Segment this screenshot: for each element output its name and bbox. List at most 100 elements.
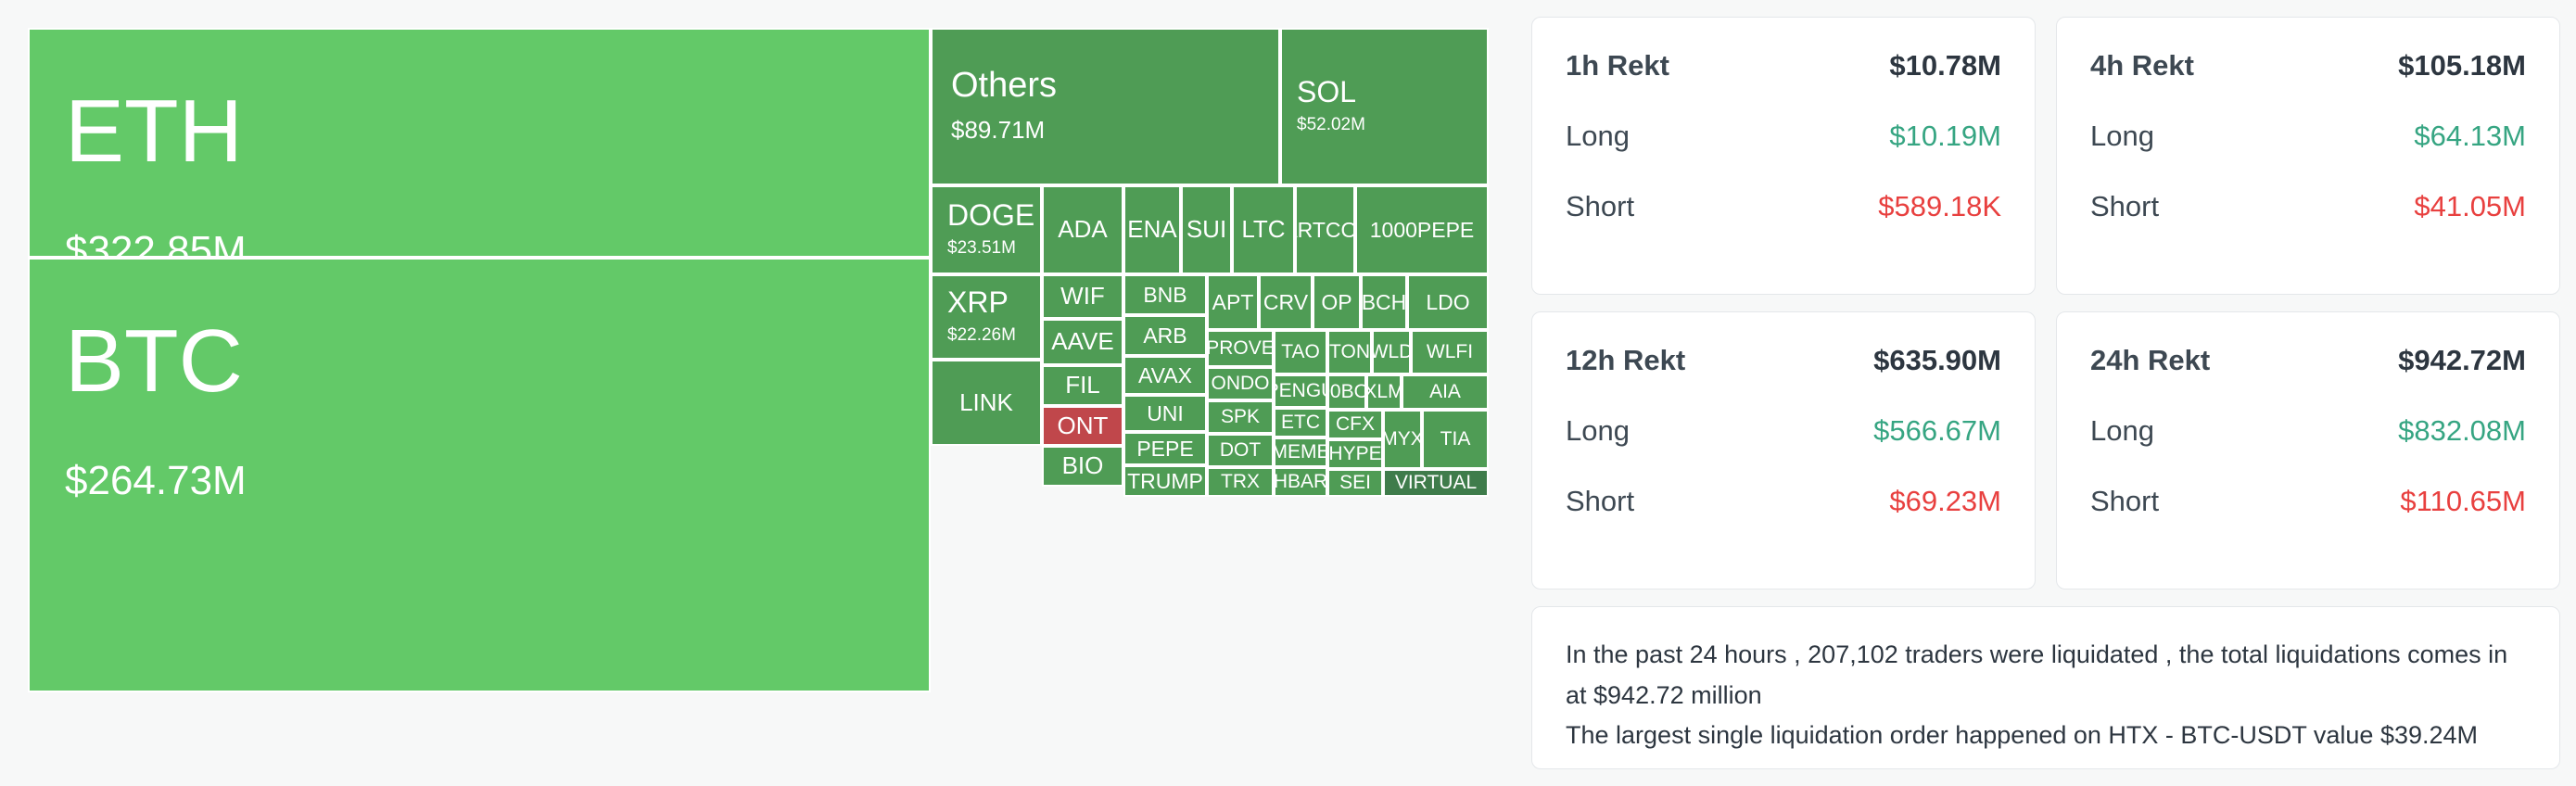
rekt-long-row: Long $10.19M bbox=[1566, 120, 2001, 190]
treemap-tile-aave[interactable]: AAVE bbox=[1042, 319, 1123, 365]
treemap-tile-sui[interactable]: SUI bbox=[1181, 185, 1232, 274]
treemap-tile-hbar[interactable]: HBAR bbox=[1274, 467, 1327, 497]
rekt-card-header: 12h Rekt $635.90M bbox=[1566, 344, 2001, 414]
rekt-long-row: Long $832.08M bbox=[2090, 414, 2526, 485]
treemap-tile-myx[interactable]: MYX bbox=[1383, 410, 1422, 469]
rekt-short-label: Short bbox=[1566, 485, 1635, 517]
treemap-tile-btc[interactable]: BTC$264.73M bbox=[28, 258, 931, 692]
treemap-tile-symbol: AVAX bbox=[1138, 362, 1192, 387]
treemap-tile-ldo[interactable]: LDO bbox=[1407, 274, 1489, 330]
treemap-tile-sol[interactable]: SOL$52.02M bbox=[1280, 28, 1489, 185]
treemap-tile-wld[interactable]: WLD bbox=[1372, 330, 1411, 374]
treemap-tile-symbol: SOL bbox=[1297, 74, 1357, 108]
rekt-long-label: Long bbox=[1566, 120, 1630, 152]
treemap-tile-symbol: WIF bbox=[1060, 282, 1105, 311]
treemap-tile-symbol: AAVE bbox=[1051, 327, 1114, 356]
treemap-tile-symbol: WLFI bbox=[1426, 340, 1474, 362]
treemap-tile-bch[interactable]: BCH bbox=[1361, 274, 1407, 330]
rekt-short-value: $110.65M bbox=[2400, 485, 2526, 517]
rekt-card-24h[interactable]: 24h Rekt $942.72M Long $832.08M Short $1… bbox=[2056, 311, 2560, 590]
rekt-card-4h[interactable]: 4h Rekt $105.18M Long $64.13M Short $41.… bbox=[2056, 17, 2560, 295]
treemap-tile-symbol: DOT bbox=[1219, 438, 1262, 461]
treemap-tile-crv[interactable]: CRV bbox=[1259, 274, 1313, 330]
treemap-tile-ltc[interactable]: LTC bbox=[1232, 185, 1295, 274]
rekt-long-row: Long $566.67M bbox=[1566, 414, 2001, 485]
treemap-tile-symbol: HYPE bbox=[1328, 442, 1382, 464]
treemap-tile-value: $22.26M bbox=[947, 325, 1016, 346]
treemap-tile-ada[interactable]: ADA bbox=[1042, 185, 1123, 274]
treemap-tile-trump[interactable]: TRUMP bbox=[1123, 465, 1207, 497]
treemap-tile-value: $322.85M bbox=[65, 227, 247, 258]
treemap-tile-aia[interactable]: AIA bbox=[1402, 374, 1489, 410]
treemap-tile-hype[interactable]: HYPE bbox=[1327, 439, 1383, 469]
treemap-tile-pepe[interactable]: PEPE bbox=[1123, 432, 1207, 465]
treemap-tile-ton[interactable]: TON bbox=[1327, 330, 1372, 374]
treemap-tile-bnb[interactable]: BNB bbox=[1123, 274, 1207, 315]
treemap-tile-value: $89.71M bbox=[951, 116, 1046, 145]
rekt-short-row: Short $69.23M bbox=[1566, 485, 2001, 555]
treemap-tile-bio[interactable]: BIO bbox=[1042, 446, 1123, 487]
treemap-tile-eth[interactable]: ETH $322.85M bbox=[28, 28, 931, 258]
treemap-tile-apt[interactable]: APT bbox=[1207, 274, 1259, 330]
treemap-tile-op[interactable]: OP bbox=[1313, 274, 1361, 330]
treemap-tile-wif[interactable]: WIF bbox=[1042, 274, 1123, 319]
treemap-tile-cfx[interactable]: CFX bbox=[1327, 410, 1383, 439]
treemap-tile-symbol: Others bbox=[951, 66, 1058, 106]
treemap-tile-wlfi[interactable]: WLFI bbox=[1411, 330, 1489, 374]
treemap-tile-xrp[interactable]: XRP$22.26M bbox=[931, 274, 1042, 360]
treemap-tile-symbol: OP bbox=[1321, 289, 1352, 314]
treemap-tile-symbol: CRV bbox=[1263, 289, 1309, 314]
treemap-tile-symbol: DOGE bbox=[947, 197, 1035, 232]
rekt-short-value: $589.18K bbox=[1878, 190, 2001, 222]
treemap-tile-symbol: ETH bbox=[65, 82, 243, 181]
treemap-tile-symbol: MYX bbox=[1383, 427, 1422, 450]
treemap-tile-fil[interactable]: FIL bbox=[1042, 365, 1123, 406]
treemap-tile-1000pepe[interactable]: 1000PEPE bbox=[1355, 185, 1489, 274]
rekt-card-1h[interactable]: 1h Rekt $10.78M Long $10.19M Short $589.… bbox=[1531, 17, 2036, 295]
treemap-tile-avax[interactable]: AVAX bbox=[1123, 356, 1207, 395]
rekt-total-value: $942.72M bbox=[2398, 344, 2526, 376]
treemap-tile-meme[interactable]: MEME bbox=[1274, 437, 1327, 467]
rekt-total-value: $10.78M bbox=[1889, 49, 2001, 82]
treemap-tile-symbol: PENGU bbox=[1275, 379, 1326, 401]
treemap-tile-symbol: BTC bbox=[65, 311, 243, 411]
treemap-tile-spk[interactable]: SPK bbox=[1207, 400, 1274, 434]
rekt-long-value: $64.13M bbox=[2414, 120, 2526, 152]
treemap-tile-prove[interactable]: PROVE bbox=[1207, 330, 1274, 367]
rekt-long-label: Long bbox=[1566, 414, 1630, 447]
treemap-tile-doge[interactable]: DOGE$23.51M bbox=[931, 185, 1042, 274]
treemap-tile-virtual[interactable]: VIRTUAL bbox=[1383, 469, 1489, 497]
rekt-card-header: 1h Rekt $10.78M bbox=[1566, 49, 2001, 120]
treemap-tile-symbol: 1000BONK bbox=[1329, 380, 1366, 402]
treemap-tile-ondo[interactable]: ONDO bbox=[1207, 367, 1274, 400]
treemap-tile-arb[interactable]: ARB bbox=[1123, 315, 1207, 356]
treemap-tile-symbol: ONDO bbox=[1211, 372, 1270, 394]
treemap-tile-symbol: PROVE bbox=[1207, 336, 1274, 359]
treemap-tile-fartcoin[interactable]: FARTCOIN bbox=[1295, 185, 1355, 274]
treemap-tile-symbol: TIA bbox=[1440, 427, 1471, 450]
treemap-tile-symbol: WLD bbox=[1374, 340, 1411, 362]
treemap-tile-ont[interactable]: ONT bbox=[1042, 406, 1123, 446]
treemap-tile-ena[interactable]: ENA bbox=[1123, 185, 1181, 274]
treemap-tile-sei[interactable]: SEI bbox=[1327, 469, 1383, 497]
rekt-card-header: 4h Rekt $105.18M bbox=[2090, 49, 2526, 120]
treemap-tile-1000bonk[interactable]: 1000BONK bbox=[1327, 374, 1366, 410]
treemap-tile-tia[interactable]: TIA bbox=[1422, 410, 1489, 469]
treemap-tile-tao[interactable]: TAO bbox=[1274, 330, 1327, 374]
treemap-tile-symbol: LINK bbox=[959, 387, 1013, 416]
treemap-tile-others[interactable]: Others $89.71M bbox=[931, 28, 1280, 185]
treemap-tile-etc[interactable]: ETC bbox=[1274, 408, 1327, 437]
treemap-tile-xlm[interactable]: XLM bbox=[1366, 374, 1402, 410]
treemap-tile-symbol: BNB bbox=[1143, 282, 1187, 307]
treemap-tile-link[interactable]: LINK bbox=[931, 360, 1042, 446]
treemap-tile-uni[interactable]: UNI bbox=[1123, 395, 1207, 432]
rekt-long-row: Long $64.13M bbox=[2090, 120, 2526, 190]
treemap-tile-dot[interactable]: DOT bbox=[1207, 434, 1274, 467]
treemap-tile-trx[interactable]: TRX bbox=[1207, 467, 1274, 497]
treemap-tile-symbol: PEPE bbox=[1136, 436, 1194, 461]
rekt-long-label: Long bbox=[2090, 120, 2154, 152]
rekt-long-value: $10.19M bbox=[1889, 120, 2001, 152]
treemap-tile-pengu[interactable]: PENGU bbox=[1274, 374, 1327, 408]
rekt-card-12h[interactable]: 12h Rekt $635.90M Long $566.67M Short $6… bbox=[1531, 311, 2036, 590]
